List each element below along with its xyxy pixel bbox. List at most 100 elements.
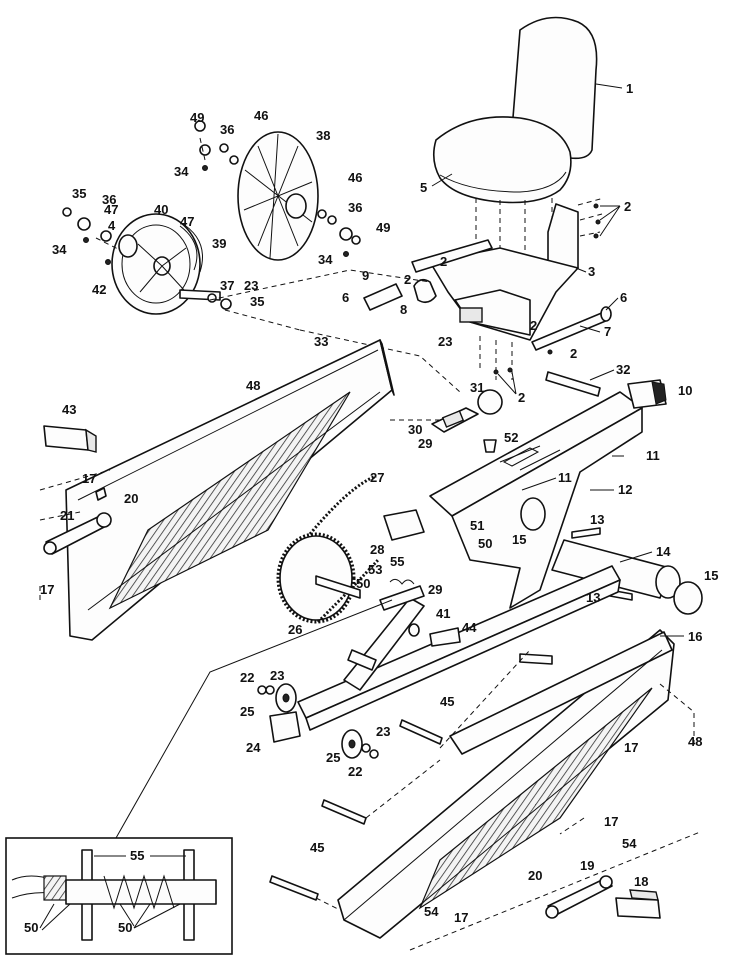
callout-2-a: 2 bbox=[624, 199, 631, 214]
small-sprocket bbox=[118, 234, 138, 258]
tension-spring-assembly bbox=[379, 578, 425, 611]
callout-7: 7 bbox=[604, 324, 611, 339]
callout-13-bottom: 13 bbox=[586, 590, 600, 605]
callout-46-a: 46 bbox=[254, 108, 268, 123]
callout-55: 55 bbox=[390, 554, 404, 569]
callout-36-c: 36 bbox=[348, 200, 362, 215]
callout-32: 32 bbox=[616, 362, 630, 377]
cable-bushing bbox=[520, 497, 546, 531]
callout-14: 14 bbox=[656, 544, 671, 559]
adjust-knob bbox=[413, 278, 437, 304]
inset-callout-55: 55 bbox=[130, 848, 144, 863]
callout-5: 5 bbox=[420, 180, 427, 195]
callout-6-right: 6 bbox=[620, 290, 627, 305]
callout-40: 40 bbox=[154, 202, 168, 217]
callout-49-a: 49 bbox=[190, 110, 204, 125]
callout-51: 51 bbox=[470, 518, 484, 533]
callout-2-d: 2 bbox=[530, 318, 537, 333]
callout-2-f: 2 bbox=[518, 390, 525, 405]
callout-27: 27 bbox=[370, 470, 384, 485]
right-side-cover bbox=[337, 629, 675, 939]
drive-belt bbox=[179, 221, 203, 273]
inset-callout-50-right: 50 bbox=[118, 920, 132, 935]
callout-10: 10 bbox=[678, 383, 692, 398]
callout-11-right: 11 bbox=[646, 448, 660, 463]
frame-cap bbox=[627, 379, 667, 409]
seat-rod-left bbox=[411, 239, 493, 273]
callout-17-lower: 17 bbox=[604, 814, 618, 829]
callout-25-lower: 25 bbox=[326, 750, 340, 765]
idler-hardware bbox=[257, 685, 379, 759]
callout-49-b: 49 bbox=[376, 220, 390, 235]
screws-group bbox=[479, 197, 605, 380]
callout-12: 12 bbox=[618, 482, 632, 497]
crank-hardware-left bbox=[39, 469, 111, 600]
callout-43: 43 bbox=[62, 402, 76, 417]
pedal-right bbox=[615, 889, 661, 919]
assembly-guides-top bbox=[95, 137, 470, 421]
bushing-41 bbox=[408, 623, 420, 637]
callout-54-b: 54 bbox=[424, 904, 439, 919]
callout-22-lower: 22 bbox=[348, 764, 362, 779]
callout-34-a: 34 bbox=[174, 164, 189, 179]
callout-16: 16 bbox=[688, 629, 702, 644]
inset-callout-50-left: 50 bbox=[24, 920, 38, 935]
chain-sprocket bbox=[276, 474, 380, 624]
callout-48-top: 48 bbox=[246, 378, 260, 393]
callout-29-lower: 29 bbox=[428, 582, 442, 597]
callout-36-a: 36 bbox=[220, 122, 234, 137]
console bbox=[431, 407, 479, 433]
inset-leader bbox=[115, 599, 393, 839]
seat-bolt bbox=[545, 371, 601, 397]
assembly-guides-lower bbox=[315, 649, 701, 951]
callout-31: 31 bbox=[470, 380, 484, 395]
callout-1: 1 bbox=[626, 81, 633, 96]
callout-33: 33 bbox=[314, 334, 328, 349]
callout-53: 53 bbox=[368, 562, 382, 577]
callout-44: 44 bbox=[462, 620, 477, 635]
callout-47-a: 47 bbox=[104, 202, 118, 217]
callout-41: 41 bbox=[436, 606, 450, 621]
seat-cushion bbox=[432, 116, 572, 204]
callout-15-center: 15 bbox=[512, 532, 526, 547]
pivot-pin-lower bbox=[269, 799, 367, 901]
left-side-cover bbox=[65, 339, 395, 641]
callout-2-b: 2 bbox=[404, 272, 411, 287]
wheel-hardware bbox=[62, 120, 361, 310]
seat-post-guides bbox=[475, 198, 553, 266]
callout-26: 26 bbox=[288, 622, 302, 637]
callout-42: 42 bbox=[92, 282, 106, 297]
callout-15-right: 15 bbox=[704, 568, 718, 583]
callout-2-e: 2 bbox=[570, 346, 577, 361]
callout-45-lower: 45 bbox=[310, 840, 324, 855]
callout-23-a: 23 bbox=[270, 668, 284, 683]
callout-34-c: 34 bbox=[318, 252, 333, 267]
bearing-block bbox=[383, 509, 425, 541]
callout-23-b: 23 bbox=[376, 724, 390, 739]
callouts: 1 2 2 2 2 2 2 3 4 5 6 6 7 8 9 10 11 11 1… bbox=[24, 81, 718, 935]
callout-4: 4 bbox=[108, 218, 116, 233]
callout-30: 30 bbox=[408, 422, 422, 437]
tension-screw bbox=[483, 439, 497, 453]
callout-39: 39 bbox=[212, 236, 226, 251]
stabilizer-cap bbox=[673, 581, 703, 615]
callout-37: 37 bbox=[220, 278, 234, 293]
fan-wheel bbox=[237, 131, 319, 261]
callout-46-b: 46 bbox=[348, 170, 362, 185]
idler-bracket-24 bbox=[269, 711, 301, 743]
callout-28: 28 bbox=[370, 542, 384, 557]
callout-8: 8 bbox=[400, 302, 407, 317]
callout-17-left-bottom: 17 bbox=[40, 582, 54, 597]
callout-18: 18 bbox=[634, 874, 648, 889]
callout-29-upper: 29 bbox=[418, 436, 432, 451]
callout-25-upper: 25 bbox=[240, 704, 254, 719]
callout-13-top: 13 bbox=[590, 512, 604, 527]
callout-36-b: 36 bbox=[102, 192, 116, 207]
spacer-44 bbox=[429, 627, 461, 647]
callout-35-a: 35 bbox=[72, 186, 86, 201]
callout-3: 3 bbox=[588, 264, 595, 279]
callout-17-left-top: 17 bbox=[82, 471, 96, 486]
callout-50-a: 50 bbox=[356, 576, 370, 591]
callout-6-left: 6 bbox=[342, 290, 349, 305]
